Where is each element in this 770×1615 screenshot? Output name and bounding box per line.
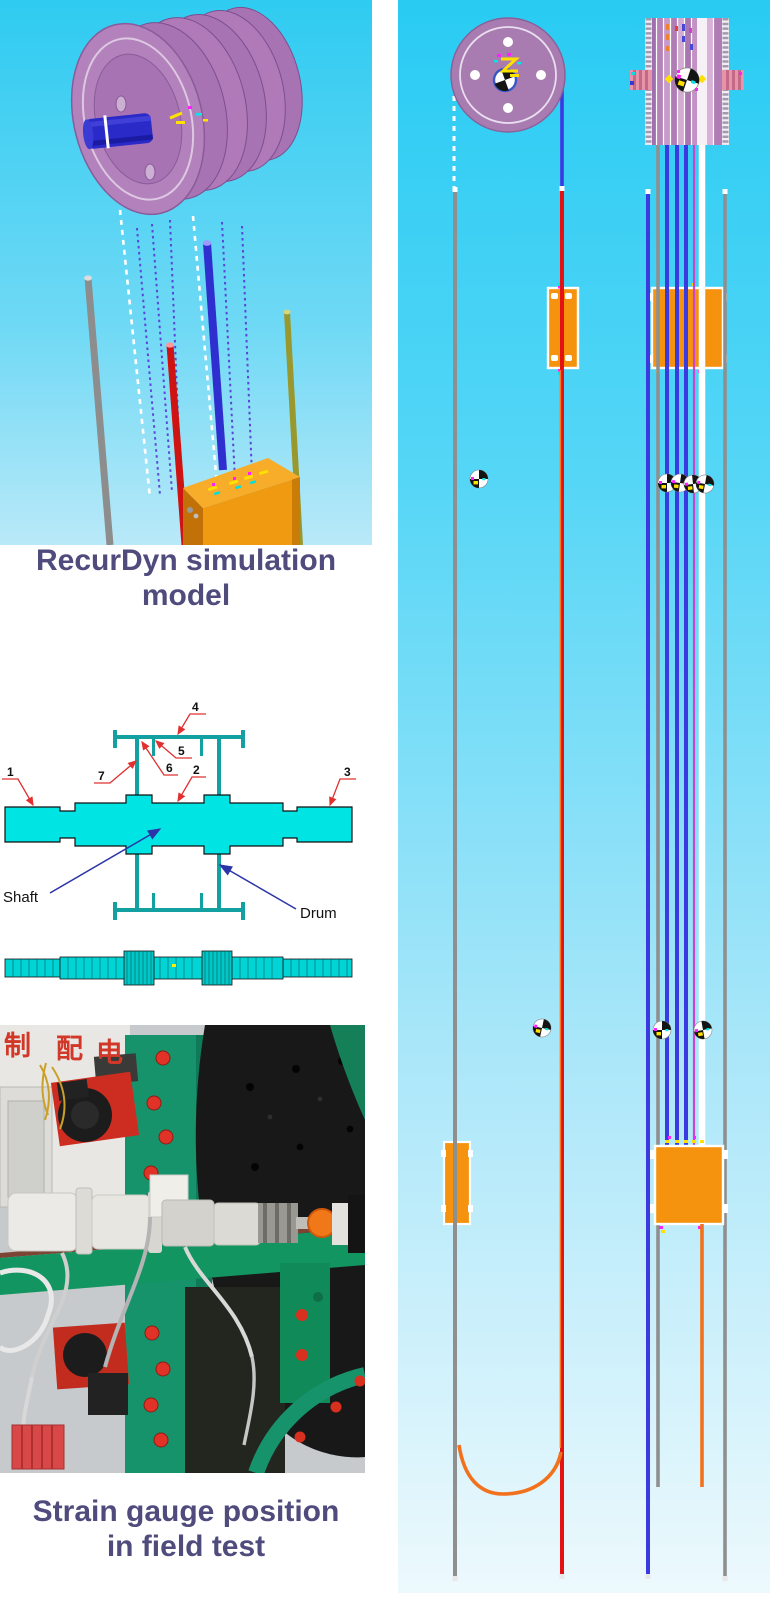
car-box-side-view <box>650 1136 728 1233</box>
slip-ring-assembly <box>7 1174 365 1255</box>
rail-top-cap-3 <box>722 189 728 194</box>
drum-arrow <box>218 864 297 910</box>
part-label-5: 5 <box>178 744 185 758</box>
speck-magenta-2 <box>695 88 698 91</box>
shaft-stub-right <box>722 70 744 90</box>
strain-gauge-cap <box>307 1208 337 1238</box>
shaft-drum-diagram: 1 7 6 5 4 2 3 Shaft Drum <box>0 650 372 1025</box>
speck-magenta <box>677 70 680 73</box>
part-label-1: 1 <box>7 765 14 779</box>
caption-recurdyn: RecurDyn simulation model <box>0 543 372 613</box>
drum-rim-bottom <box>248 1367 365 1473</box>
drum-shaft-3d <box>82 113 154 150</box>
caption-field-test: Strain gauge position in field test <box>0 1494 372 1564</box>
mesh-lines <box>12 951 348 985</box>
part-label-7: 7 <box>98 769 105 783</box>
sign-char-2: 配 <box>56 1034 83 1065</box>
flange-hole <box>115 95 127 113</box>
yellow-wires <box>39 1062 66 1130</box>
simulation-views <box>398 0 770 1593</box>
drum-pulley-3d <box>70 6 303 216</box>
caption-recurdyn-line2: model <box>141 579 231 612</box>
wound-rope-specks <box>666 24 693 51</box>
elevator-front-view <box>441 17 580 1581</box>
field-test-photo: 制 配 电 <box>0 1025 365 1473</box>
sky-gradient-background <box>398 0 770 1593</box>
part-label-4: 4 <box>192 700 199 714</box>
rail-bottom-cap <box>452 1576 458 1581</box>
drum-structure <box>113 730 245 920</box>
bolt-detail-2 <box>193 513 199 519</box>
brake-motor-lower <box>52 1322 130 1415</box>
rail-top-cap <box>452 187 458 192</box>
leader-lines <box>2 713 356 807</box>
door-frame <box>0 1086 53 1208</box>
rail-bottom-cap-3 <box>722 1576 728 1581</box>
terminal-block <box>11 1424 65 1470</box>
elevator-side-view <box>630 18 744 1581</box>
rail-bottom-cap-2 <box>559 1574 565 1579</box>
hub-axis-glyph <box>494 53 521 77</box>
green-shelf <box>0 1228 365 1295</box>
mesh-origin-mark <box>172 964 176 967</box>
shaft-arrow <box>49 828 162 894</box>
guide-rails-3d <box>84 240 303 545</box>
shaft-body <box>4 794 353 855</box>
recurdyn-3d-model <box>0 0 372 545</box>
rope-anchor-marks <box>207 469 269 496</box>
sign-text: 制 配 电 <box>4 1031 123 1069</box>
sheave-side-view <box>630 18 744 145</box>
dashed-ropes <box>118 209 253 499</box>
rope-top-cap <box>645 189 651 194</box>
drum-text: Drum <box>300 905 337 922</box>
shelf-support <box>280 1263 330 1403</box>
sheave-front-view <box>450 17 566 133</box>
part-number-labels: 1 7 6 5 4 2 3 <box>7 700 351 783</box>
caption-recurdyn-line1: RecurDyn simulation <box>35 544 337 577</box>
rope-bottom-cap <box>645 1574 651 1579</box>
shaft-stub-left <box>630 70 652 90</box>
rail-top-cap-2 <box>559 186 565 191</box>
cables <box>0 1216 256 1456</box>
mesh-shaft-model <box>4 950 353 986</box>
caption-field-line1: Strain gauge position <box>32 1495 340 1528</box>
part-label-3: 3 <box>344 765 351 779</box>
part-label-2: 2 <box>193 763 200 777</box>
brake-motor-upper <box>50 1053 140 1147</box>
sign-char-1: 制 <box>4 1031 31 1062</box>
part-label-6: 6 <box>166 761 173 775</box>
caption-field-line2: in field test <box>106 1530 266 1563</box>
frame-corner <box>330 1025 365 1120</box>
cage-box-3d <box>183 458 300 545</box>
center-of-mass-marker <box>469 469 489 489</box>
flange-hole-2 <box>144 163 156 181</box>
com-marker-lower-1 <box>652 1020 672 1040</box>
compensating-rope-loop <box>457 1444 563 1496</box>
shaft-text: Shaft <box>3 889 39 906</box>
axis-marker-glyphs <box>169 106 208 124</box>
sign-char-3: 电 <box>96 1038 123 1069</box>
bolt-detail <box>187 507 193 513</box>
